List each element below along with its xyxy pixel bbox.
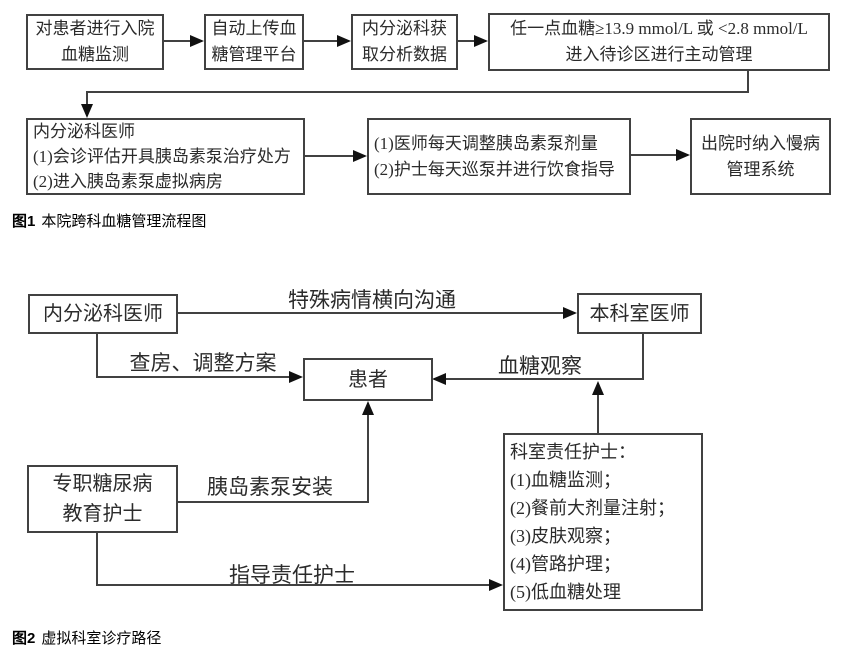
edge-label-pump-installation: 胰岛素泵安装 xyxy=(207,475,333,499)
text-line: 出院时纳入慢病 xyxy=(701,133,820,153)
text-line: (2)护士每天巡泵并进行饮食指导 xyxy=(374,159,615,179)
fig1-box-endocrine-analysis: 内分泌科获 取分析数据 xyxy=(351,14,458,70)
text-line: 患者 xyxy=(348,368,388,391)
fig1-box-auto-upload: 自动上传血 糖管理平台 xyxy=(204,14,304,70)
fig1-caption-text: 本院跨科血糖管理流程图 xyxy=(41,213,207,230)
text-line: (1)会诊评估开具胰岛素泵治疗处方 xyxy=(33,147,291,166)
fig1-box-endocrinologist-tasks: 内分泌科医师 (1)会诊评估开具胰岛素泵治疗处方 (2)进入胰岛素泵虚拟病房 xyxy=(26,118,305,195)
arrow-ward-doctor-to-patient xyxy=(432,334,644,385)
fig2-box-diabetes-educator-nurse: 专职糖尿病 教育护士 xyxy=(27,465,178,533)
edge-label-glucose-observation: 血糖观察 xyxy=(498,354,582,378)
fig2-box-ward-doctor: 本科室医师 xyxy=(577,293,702,334)
fig2-caption-text: 虚拟科室诊疗路径 xyxy=(41,630,162,647)
text-line: 对患者进行入院 xyxy=(35,19,155,38)
text-line: 取分析数据 xyxy=(362,45,447,64)
text-line: 内分泌科获 xyxy=(362,19,447,38)
text-line: (1)医师每天调整胰岛素泵剂量 xyxy=(374,133,598,153)
text-line: (5)低血糖处理 xyxy=(510,582,621,602)
fig2-box-duty-nurse-tasks: 科室责任护士： (1)血糖监测； (2)餐前大剂量注射； (3)皮肤观察； (4… xyxy=(503,433,703,611)
edge-label-guide-duty-nurse: 指导责任护士 xyxy=(229,563,355,587)
text-line: 内分泌科医师 xyxy=(43,303,163,325)
text-line: (2)餐前大剂量注射； xyxy=(510,498,675,518)
text-line: 自动上传血 xyxy=(211,19,297,38)
arrow-educator-to-patient xyxy=(178,401,374,503)
fig2-caption: 图2 虚拟科室诊疗路径 xyxy=(12,627,161,648)
text-line: 本科室医师 xyxy=(589,302,690,325)
text-line: (3)皮肤观察； xyxy=(510,526,621,546)
fig1-box-glucose-threshold: 任一点血糖≥13.9 mmol/L 或 <2.8 mmol/L 进入待诊区进行主… xyxy=(488,13,830,71)
arrow-educator-to-duty-nurse xyxy=(96,533,503,591)
fig1-box-admission-monitoring: 对患者进行入院 血糖监测 xyxy=(26,14,164,70)
fig2-box-endocrinologist: 内分泌科医师 xyxy=(28,294,178,334)
fig2-box-patient: 患者 xyxy=(303,358,433,401)
text-line: 科室责任护士： xyxy=(510,442,636,462)
fig1-box-daily-management: (1)医师每天调整胰岛素泵剂量 (2)护士每天巡泵并进行饮食指导 xyxy=(367,118,631,195)
text-line: (1)血糖监测； xyxy=(510,470,621,490)
text-line: 血糖监测 xyxy=(61,45,129,64)
text-line: (2)进入胰岛素泵虚拟病房 xyxy=(33,172,223,191)
text-line: 管理系统 xyxy=(726,159,795,179)
text-line: 任一点血糖≥13.9 mmol/L 或 <2.8 mmol/L xyxy=(510,19,808,38)
fig1-caption-number: 图1 xyxy=(12,213,36,230)
text-line: 内分泌科医师 xyxy=(33,122,135,141)
fig2-caption-number: 图2 xyxy=(12,630,36,647)
fig1-caption: 图1 本院跨科血糖管理流程图 xyxy=(12,210,206,231)
edge-label-ward-rounds: 查房、调整方案 xyxy=(129,351,277,375)
text-line: 教育护士 xyxy=(62,503,143,525)
fig1-box-discharge-chronic-system: 出院时纳入慢病 管理系统 xyxy=(690,118,831,195)
text-line: (4)管路护理； xyxy=(510,554,621,574)
text-line: 糖管理平台 xyxy=(211,45,297,64)
arrow-threshold-to-endocrinologist xyxy=(81,70,749,118)
arrow-endocrinologist-to-patient xyxy=(96,334,303,383)
edge-label-special-communication: 特殊病情横向沟通 xyxy=(288,288,456,312)
text-line: 进入待诊区进行主动管理 xyxy=(565,45,753,64)
text-line: 专职糖尿病 xyxy=(52,473,153,495)
